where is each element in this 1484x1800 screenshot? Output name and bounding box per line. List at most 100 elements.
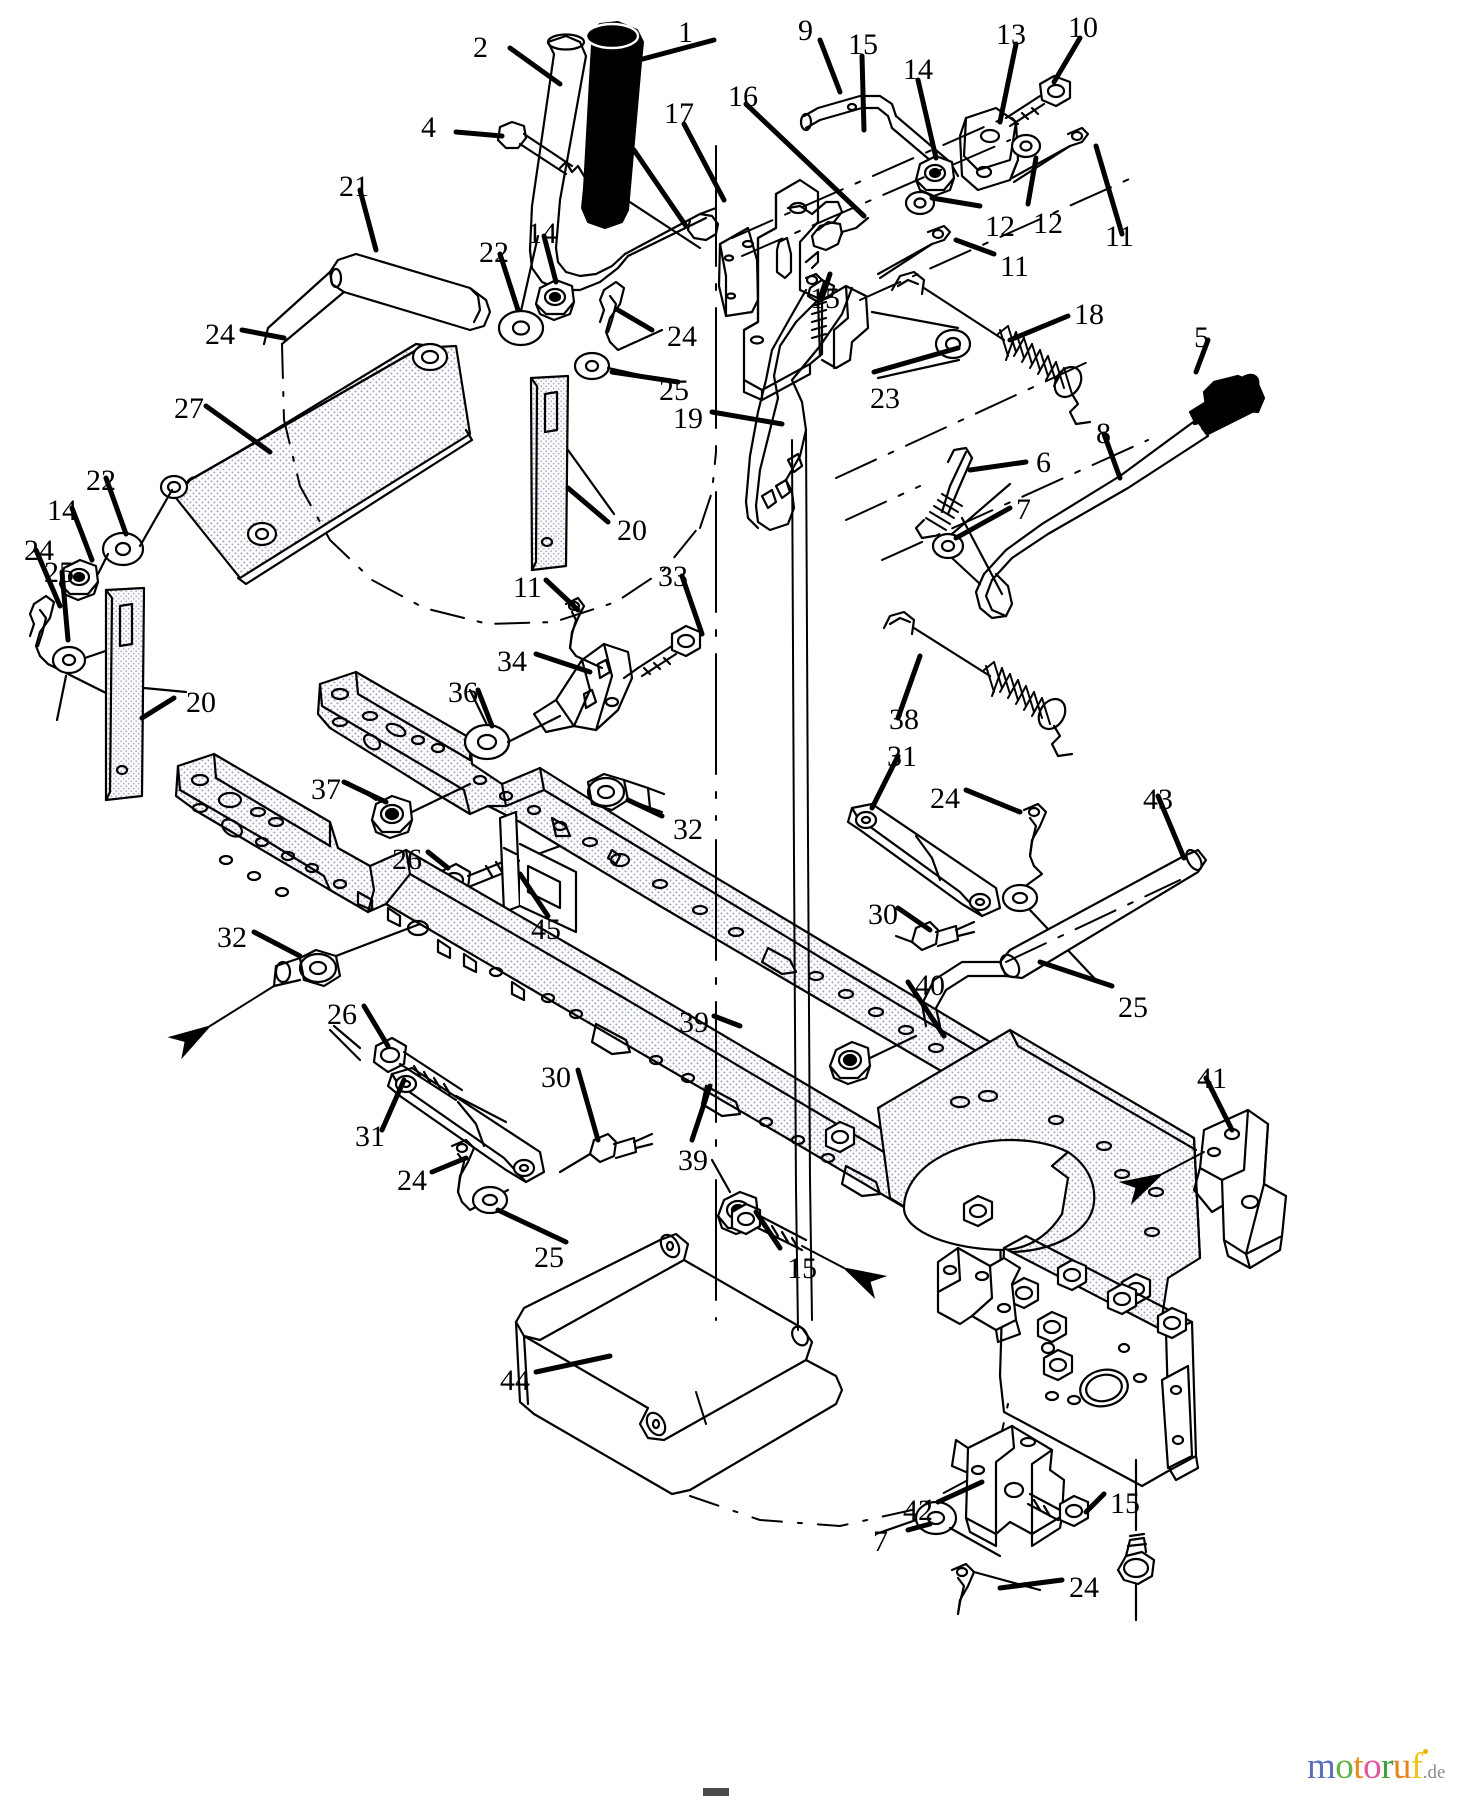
callout-number-20: 20	[617, 514, 647, 547]
callout-number-15: 15	[848, 28, 878, 61]
callout-number-11: 11	[513, 571, 542, 604]
callout-number-31: 31	[887, 740, 917, 773]
callout-number-43: 43	[1143, 783, 1173, 816]
callout-number-30: 30	[868, 898, 898, 931]
part-45-tag	[498, 810, 578, 934]
part-24-cotter-mid	[598, 280, 664, 352]
part-24-cotter-right	[1018, 802, 1048, 892]
callout-number-37: 37	[311, 773, 341, 806]
part-5-grip-right	[1188, 373, 1266, 436]
part-15-screw-box	[1116, 1458, 1156, 1622]
callout-number-18: 18	[1074, 298, 1104, 331]
part-11-cotter-pins	[876, 126, 1090, 280]
part-36-washer	[463, 688, 562, 761]
part-42-bracket-bottom	[950, 1424, 1066, 1548]
callout-number-21: 21	[339, 170, 369, 203]
callout-number-26: 26	[392, 843, 422, 876]
callout-number-33: 33	[658, 560, 688, 593]
frame-rail-main	[174, 752, 992, 1234]
part-19-pedal	[744, 272, 854, 532]
watermark-letter-u-5: u	[1392, 1746, 1412, 1787]
callout-number-25: 25	[1118, 991, 1148, 1024]
callout-number-24: 24	[205, 318, 235, 351]
part-17-bracket	[742, 178, 870, 402]
callout-number-16: 16	[728, 80, 758, 113]
callout-number-14: 14	[47, 494, 77, 527]
callout-number-14: 14	[903, 53, 933, 86]
part-1-handle-grip	[581, 21, 644, 229]
callout-number-4: 4	[421, 111, 436, 144]
watermark-letter-f-6: f	[1410, 1746, 1423, 1787]
part-10-screw	[1004, 74, 1072, 128]
part-6-spring-small	[914, 446, 1004, 596]
part-24-cotter-bottom	[950, 1562, 1042, 1616]
part-25-washer-left	[51, 644, 122, 722]
callout-number-30: 30	[541, 1061, 571, 1094]
callout-number-22: 22	[86, 464, 116, 497]
callout-number-19: 19	[673, 402, 703, 435]
callout-number-31: 31	[355, 1120, 385, 1153]
callout-number-14: 14	[527, 217, 557, 250]
callout-number-12: 12	[1033, 207, 1063, 240]
callout-number-11: 11	[1105, 220, 1134, 253]
part-4-bolt	[496, 120, 702, 250]
callout-number-45: 45	[531, 913, 561, 946]
callout-number-26: 26	[327, 998, 357, 1031]
watermark-letter-t-2: t	[1353, 1746, 1364, 1787]
callout-number-34: 34	[497, 645, 527, 678]
callout-number-32: 32	[217, 921, 247, 954]
part-11-cotter-pin-34	[564, 596, 604, 670]
part-33-bolt	[622, 624, 702, 680]
part-15-screw-bottom	[1026, 1492, 1090, 1528]
part-3-plate	[717, 226, 760, 318]
part-30-fitting-left	[558, 1132, 654, 1174]
part-18-spring-top	[890, 270, 1092, 426]
callout-number-13: 13	[996, 18, 1026, 51]
callout-number-15: 15	[787, 1252, 817, 1285]
callout-number-25: 25	[534, 1241, 564, 1274]
callout-number-5: 5	[1194, 321, 1209, 354]
watermark-letter-m-0: m	[1307, 1746, 1336, 1787]
callout-number-24: 24	[24, 534, 54, 567]
part-22-washer-left	[101, 488, 174, 567]
part-27-triangle-plate	[159, 342, 474, 586]
callout-number-40: 40	[915, 969, 945, 1002]
part-41-bracket-right	[1118, 1108, 1288, 1270]
part-39-nut-a	[828, 1034, 918, 1086]
callout-number-38: 38	[889, 703, 919, 736]
callout-number-42: 42	[903, 1494, 933, 1527]
callout-number-23: 23	[870, 382, 900, 415]
watermark-letter-o-1: o	[1335, 1746, 1354, 1787]
part-20-link-left	[104, 586, 188, 802]
part-20-link-center	[529, 374, 616, 572]
part-26-bolt-lower	[328, 1024, 508, 1124]
part-32-bushing-mid	[586, 772, 666, 814]
part-31-link-left	[386, 1066, 546, 1184]
callout-number-11: 11	[1000, 250, 1029, 283]
callout-number-27: 27	[174, 392, 204, 425]
rear-frame-box	[998, 1234, 1200, 1488]
callout-number-12: 12	[985, 210, 1015, 243]
part-12-washers	[904, 133, 1042, 216]
page-footer-mark	[703, 1788, 729, 1796]
callout-number-44: 44	[500, 1364, 530, 1397]
callout-number-15: 15	[1110, 1487, 1140, 1520]
callout-number-8: 8	[1096, 417, 1111, 450]
callout-number-24: 24	[667, 320, 697, 353]
part-16-torsion-spring	[786, 200, 870, 252]
callout-number-7: 7	[873, 1525, 888, 1558]
part-22-washer-mid	[497, 234, 545, 347]
part-32-bushing-left	[167, 922, 422, 1060]
part-21-u-bar	[262, 252, 492, 346]
watermark-tld: .de	[1422, 1762, 1446, 1783]
part-30-fitting-right	[894, 920, 976, 952]
callout-number-2: 2	[473, 31, 488, 64]
callout-number-1: 1	[678, 16, 693, 49]
callout-number-6: 6	[1036, 446, 1051, 479]
callout-number-41: 41	[1197, 1062, 1227, 1095]
watermark-letter-r-4: r	[1381, 1746, 1393, 1787]
callout-number-17: 17	[664, 97, 694, 130]
callout-number-25: 25	[659, 374, 689, 407]
callout-number-20: 20	[186, 686, 216, 719]
